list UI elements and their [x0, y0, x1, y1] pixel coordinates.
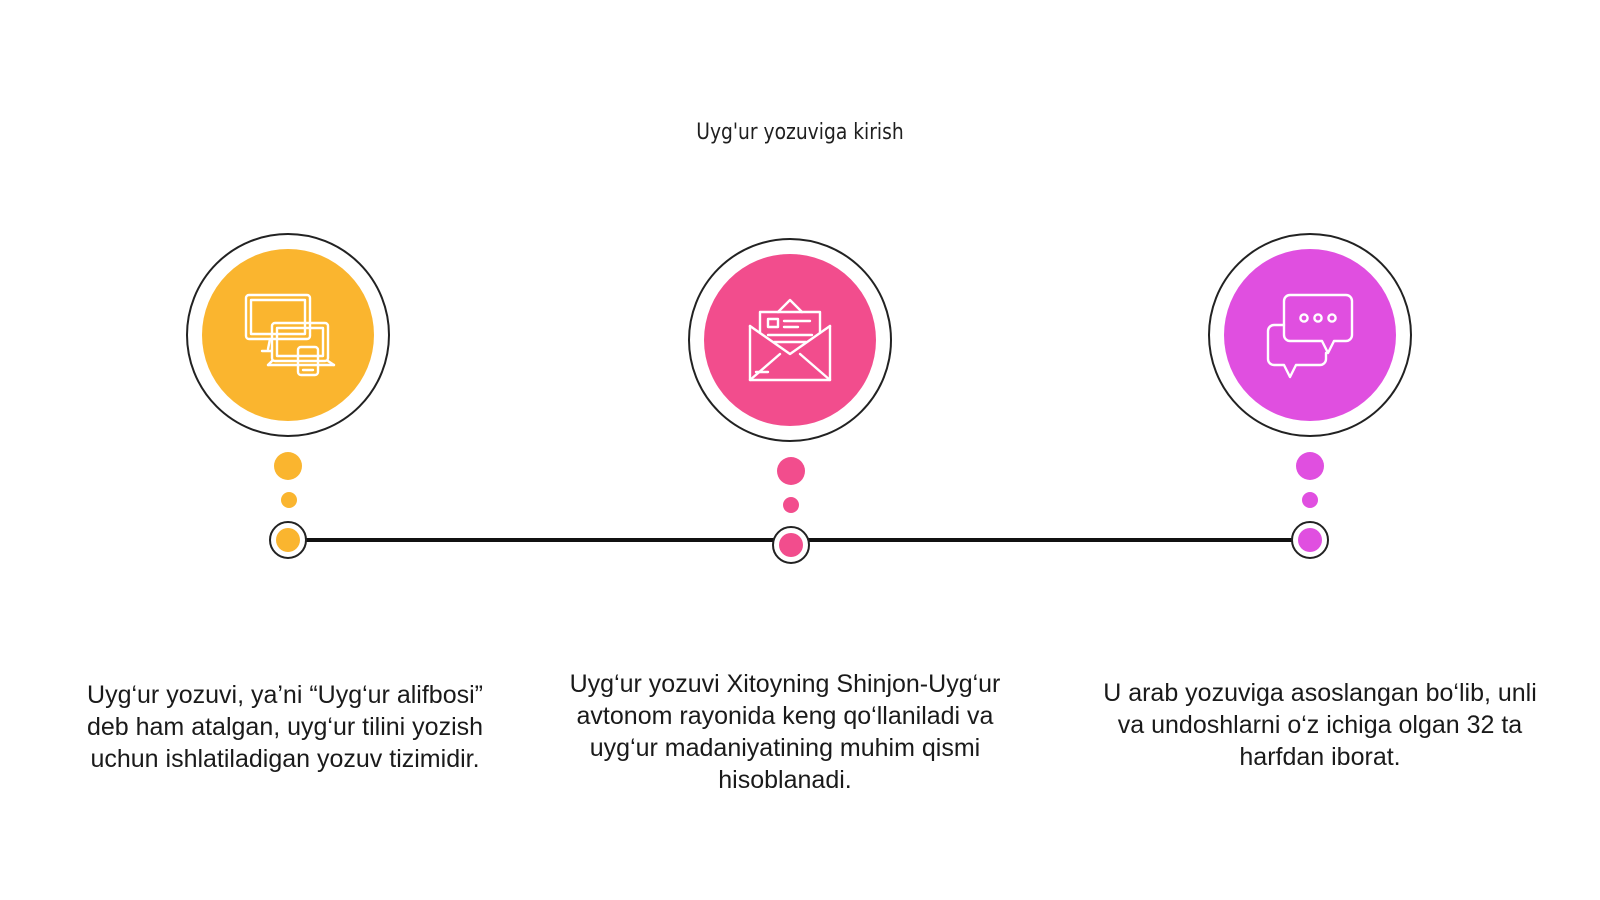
step-3-timeline-node: [1291, 521, 1329, 559]
step-3-description: U arab yozuviga asoslangan bo‘lib, unli …: [1103, 679, 1537, 771]
step-1-description: Uyg‘ur yozuvi, ya’ni “Uyg‘ur alifbosi” d…: [86, 681, 484, 773]
step-2-disc: [704, 254, 876, 426]
step-2-dot-small: [783, 497, 799, 513]
step-1-timeline-node: [269, 521, 307, 559]
step-2-ring: [688, 238, 892, 442]
step-3-disc: [1224, 249, 1396, 421]
step-2-dot-large: [777, 457, 805, 485]
step-3-ring: [1208, 233, 1412, 437]
step-2-description: Uyg‘ur yozuvi Xitoyning Shinjon-Uyg‘ur a…: [569, 670, 1001, 794]
diagram-title: Uyg'ur yozuviga kirish: [696, 120, 904, 145]
chat-bubbles-icon: [1266, 293, 1354, 379]
step-1-dot-small: [281, 492, 297, 508]
step-3-dot-small: [1302, 492, 1318, 508]
step-1-dot-large: [274, 452, 302, 480]
step-1-ring: [186, 233, 390, 437]
devices-icon: [244, 293, 336, 377]
step-2-timeline-node: [772, 526, 810, 564]
step-1-disc: [202, 249, 374, 421]
envelope-letter-icon: [748, 298, 832, 382]
step-3-dot-large: [1296, 452, 1324, 480]
